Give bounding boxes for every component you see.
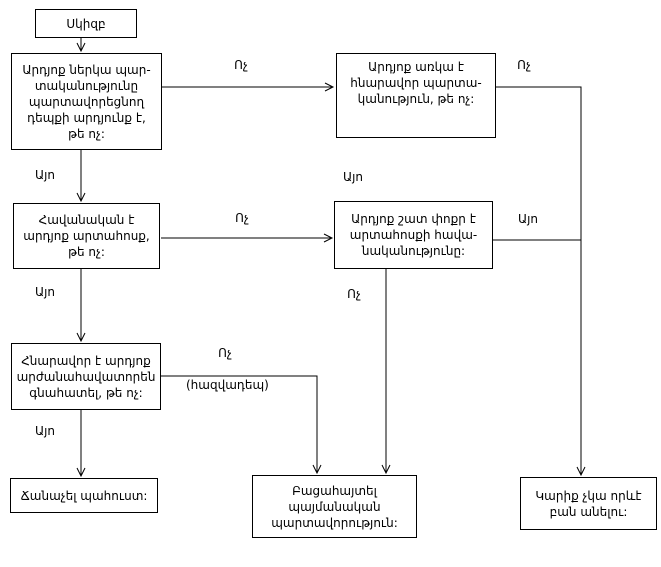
edge-label-yes-q5-a1: Այո xyxy=(34,424,56,438)
edge-q5-no-to-a2 xyxy=(161,375,322,475)
edge-label-no-q3-q4: Ոչ xyxy=(235,211,249,225)
node-probable-outflow-question: Հավանական է արդյոք արտահոսք, թե ոչ: xyxy=(13,203,160,269)
edge-label-no-q4-a2: Ոչ xyxy=(347,287,361,301)
node-disclose-contingent-liability: Բացահայտել պայմանական պարտավորություն: xyxy=(252,475,417,538)
edge-label-yes-q2-q4: Այո xyxy=(342,170,364,184)
edge-label-no-text: Ոչ xyxy=(218,346,232,360)
edge-label-yes-q3-q5: Այո xyxy=(34,285,56,299)
edge-label-yes-q1-q3: Այո xyxy=(34,168,56,182)
edge-label-no-rarely-q5-a2: Ոչ (հազվադեպ) xyxy=(186,329,269,409)
node-reliable-estimate-question: Հնարավոր է արդյոք արժանահավատորեն գնահատ… xyxy=(11,343,161,410)
node-do-nothing: Կարիք չկա որևէ բան անելու: xyxy=(520,477,657,530)
edge-label-yes-q4-a3: Այո xyxy=(517,212,539,226)
node-possible-obligation-question: Արդյոք առկա է հնարավոր պարտա- կանություն… xyxy=(336,53,496,138)
edge-q2-no-to-a3 xyxy=(496,86,586,477)
edge-label-rarely-text: (հազվադեպ) xyxy=(186,378,269,392)
node-present-obligation-question: Արդյոք ներկա պար- տականությունը պարտավոր… xyxy=(11,53,162,150)
edge-label-no-q2-a3: Ոչ xyxy=(517,58,531,72)
node-recognize-provision: Ճանաչել պահուստ: xyxy=(10,478,158,513)
node-start: Սկիզբ xyxy=(35,9,137,38)
node-remote-probability-question: Արդյոք շատ փոքր է արտահոսքի հավա- նականո… xyxy=(334,201,493,269)
edge-label-no-q1-q2: Ոչ xyxy=(234,58,248,72)
